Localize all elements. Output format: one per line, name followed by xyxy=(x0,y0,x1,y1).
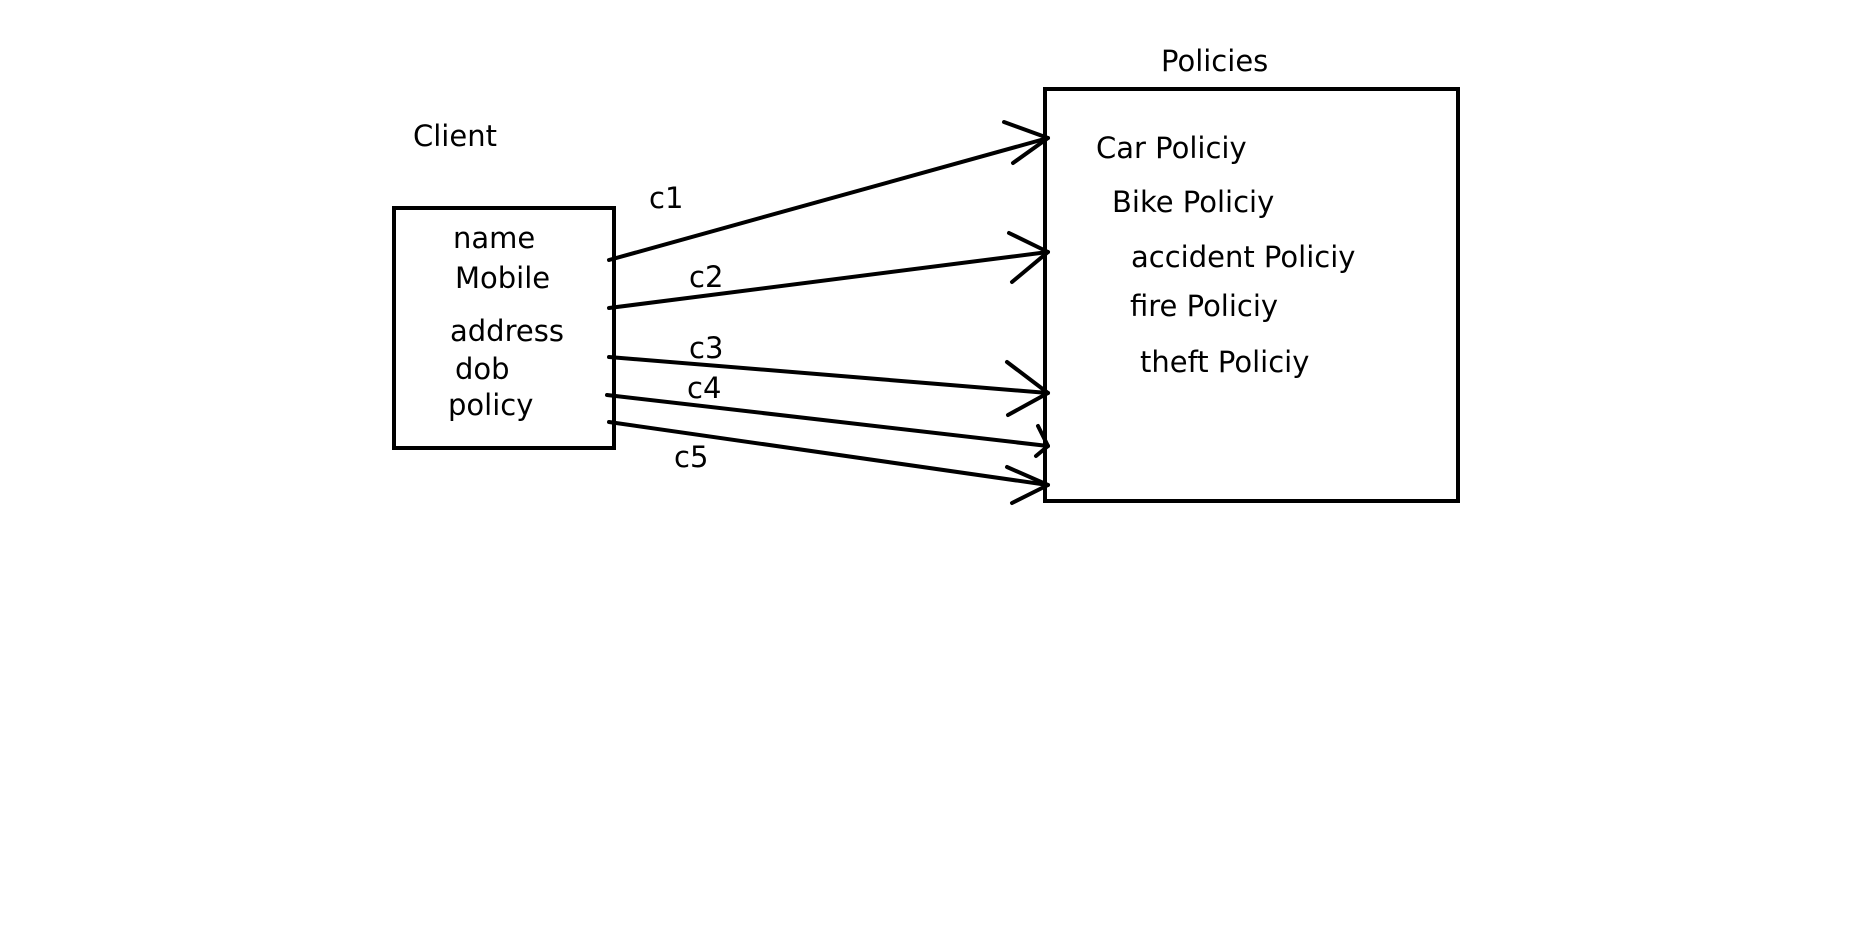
policy-item-bike: Bike Policiy xyxy=(1112,185,1275,219)
client-title: Client xyxy=(413,119,497,153)
policies-box xyxy=(1043,87,1460,503)
policy-item-car: Car Policiy xyxy=(1096,131,1247,165)
connection-label-c2: c2 xyxy=(689,260,724,294)
client-field-dob: dob xyxy=(455,352,510,386)
client-field-mobile: Mobile xyxy=(455,261,551,295)
arrow-c4 xyxy=(605,393,1050,458)
connection-label-c5: c5 xyxy=(674,440,709,474)
policies-title: Policies xyxy=(1161,44,1269,78)
arrow-c2 xyxy=(607,231,1050,310)
connection-label-c4: c4 xyxy=(687,371,722,405)
connection-label-c1: c1 xyxy=(649,181,684,215)
arrow-c5 xyxy=(607,420,1050,505)
connection-label-c3: c3 xyxy=(689,331,724,365)
client-field-address: address xyxy=(450,314,564,348)
client-box xyxy=(392,206,616,450)
policy-item-theft: theft Policiy xyxy=(1140,345,1310,379)
client-field-policy: policy xyxy=(448,388,534,422)
arrow-c3 xyxy=(607,355,1050,417)
arrow-c1 xyxy=(607,120,1050,262)
policy-item-accident: accident Policiy xyxy=(1131,240,1356,274)
policy-item-fire: fire Policiy xyxy=(1130,289,1279,323)
client-field-name: name xyxy=(453,221,536,255)
